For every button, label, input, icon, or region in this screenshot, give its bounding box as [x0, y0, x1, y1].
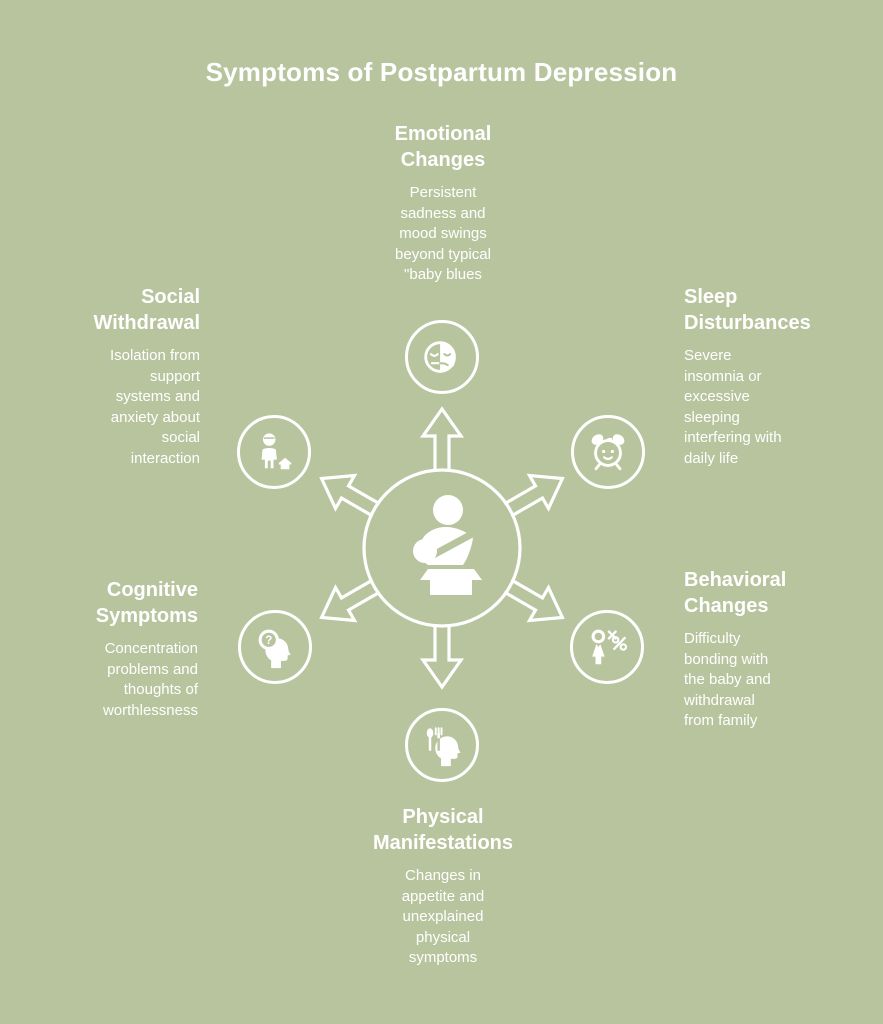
node-emotional: Emotional Changes Persistent sadness and…	[333, 121, 553, 286]
icon-circle-emotional	[405, 320, 479, 394]
spoke-arrow-upper-right	[503, 473, 565, 518]
mother-holding-baby-icon	[413, 495, 482, 595]
node-description: Persistent sadness and mood swings beyon…	[395, 184, 491, 283]
svg-text:?: ?	[265, 635, 272, 647]
node-description: Difficulty bonding with the baby and wit…	[684, 630, 771, 729]
node-title: Behavioral Changes	[684, 569, 787, 617]
node-description: Isolation from support systems and anxie…	[109, 347, 200, 467]
hub-circle	[362, 468, 522, 628]
alarm-clock-icon	[591, 434, 625, 471]
person-symbols-icon	[591, 629, 628, 665]
node-title: Sleep Disturbances	[684, 286, 811, 334]
icon-circle-sleep	[571, 415, 645, 489]
node-physical: Physical Manifestations Changes in appet…	[323, 804, 563, 969]
node-sleep: Sleep Disturbances Severe insomnia or ex…	[684, 284, 874, 469]
node-description: Severe insomnia or excessive sleeping in…	[684, 347, 782, 467]
node-title: Social Withdrawal	[93, 286, 201, 334]
mood-faces-icon	[424, 341, 456, 373]
node-social: Social Withdrawal Isolation from support…	[10, 284, 201, 469]
icon-circle-cognitive: ?	[238, 610, 312, 684]
page-title: Symptoms of Postpartum Depression	[205, 57, 678, 87]
node-title: Emotional Changes	[394, 123, 492, 171]
node-behavioral: Behavioral Changes Difficulty bonding wi…	[684, 567, 874, 732]
spoke-arrow-up	[419, 406, 465, 472]
icon-circle-behavioral	[570, 610, 644, 684]
node-title: Physical Manifestations	[372, 806, 514, 854]
node-title: Cognitive Symptoms	[95, 579, 198, 627]
spoke-arrow-lower-left	[319, 578, 381, 623]
head-magnifier-icon: ?	[258, 629, 291, 669]
node-description: Changes in appetite and unexplained phys…	[401, 867, 485, 966]
spoke-arrow-down	[419, 624, 465, 690]
icon-circle-physical	[405, 708, 479, 782]
spoke-arrow-upper-left	[319, 473, 381, 518]
node-description: Concentration problems and thoughts of w…	[102, 640, 198, 719]
head-utensils-icon	[426, 727, 461, 767]
spoke-arrow-lower-right	[503, 578, 565, 623]
hub-diagram	[319, 406, 565, 690]
person-home-icon	[261, 433, 292, 470]
node-cognitive: Cognitive Symptoms Concentration problem…	[8, 577, 198, 721]
icon-circle-social	[237, 415, 311, 489]
